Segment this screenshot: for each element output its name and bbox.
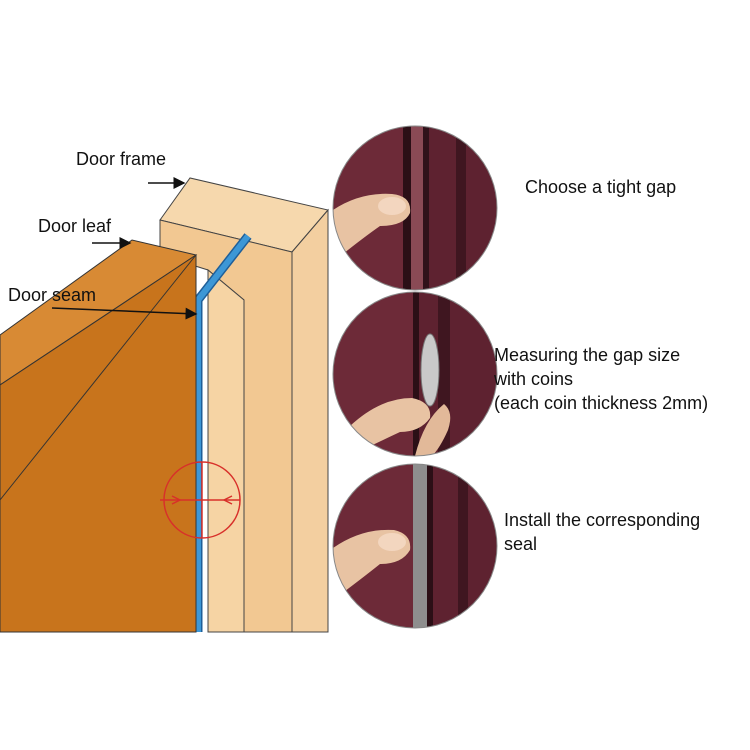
door-frame [159,177,329,633]
door-leaf-label: Door leaf [38,216,112,236]
step2-line: Measuring the gap size [494,345,681,365]
step3-photo [332,463,498,629]
step3-line: Install the corresponding [504,510,701,530]
coin [420,333,440,407]
step2-line: with coins [494,369,574,389]
door-leaf-front [0,254,197,633]
door-seam-arrow [51,307,198,320]
door-seam-label: Door seam [8,285,97,305]
step2-text: Measuring the gap size with coins (each … [494,343,708,415]
step1-photo [332,125,498,291]
door-frame-side [291,208,329,633]
step3-line: seal [504,534,538,554]
door-leaf [0,239,198,633]
door-frame-label: Door frame [76,149,167,169]
step1-text: Choose a tight gap [525,175,676,199]
step1-line: Choose a tight gap [525,177,677,197]
step2-photo [332,291,498,457]
door-frame-rebate [207,268,245,633]
gap-target-symbol [160,461,241,539]
door-seam-line [193,233,252,632]
step3-text: Install the corresponding seal [504,508,700,556]
step2-line: (each coin thickness 2mm) [494,393,709,413]
